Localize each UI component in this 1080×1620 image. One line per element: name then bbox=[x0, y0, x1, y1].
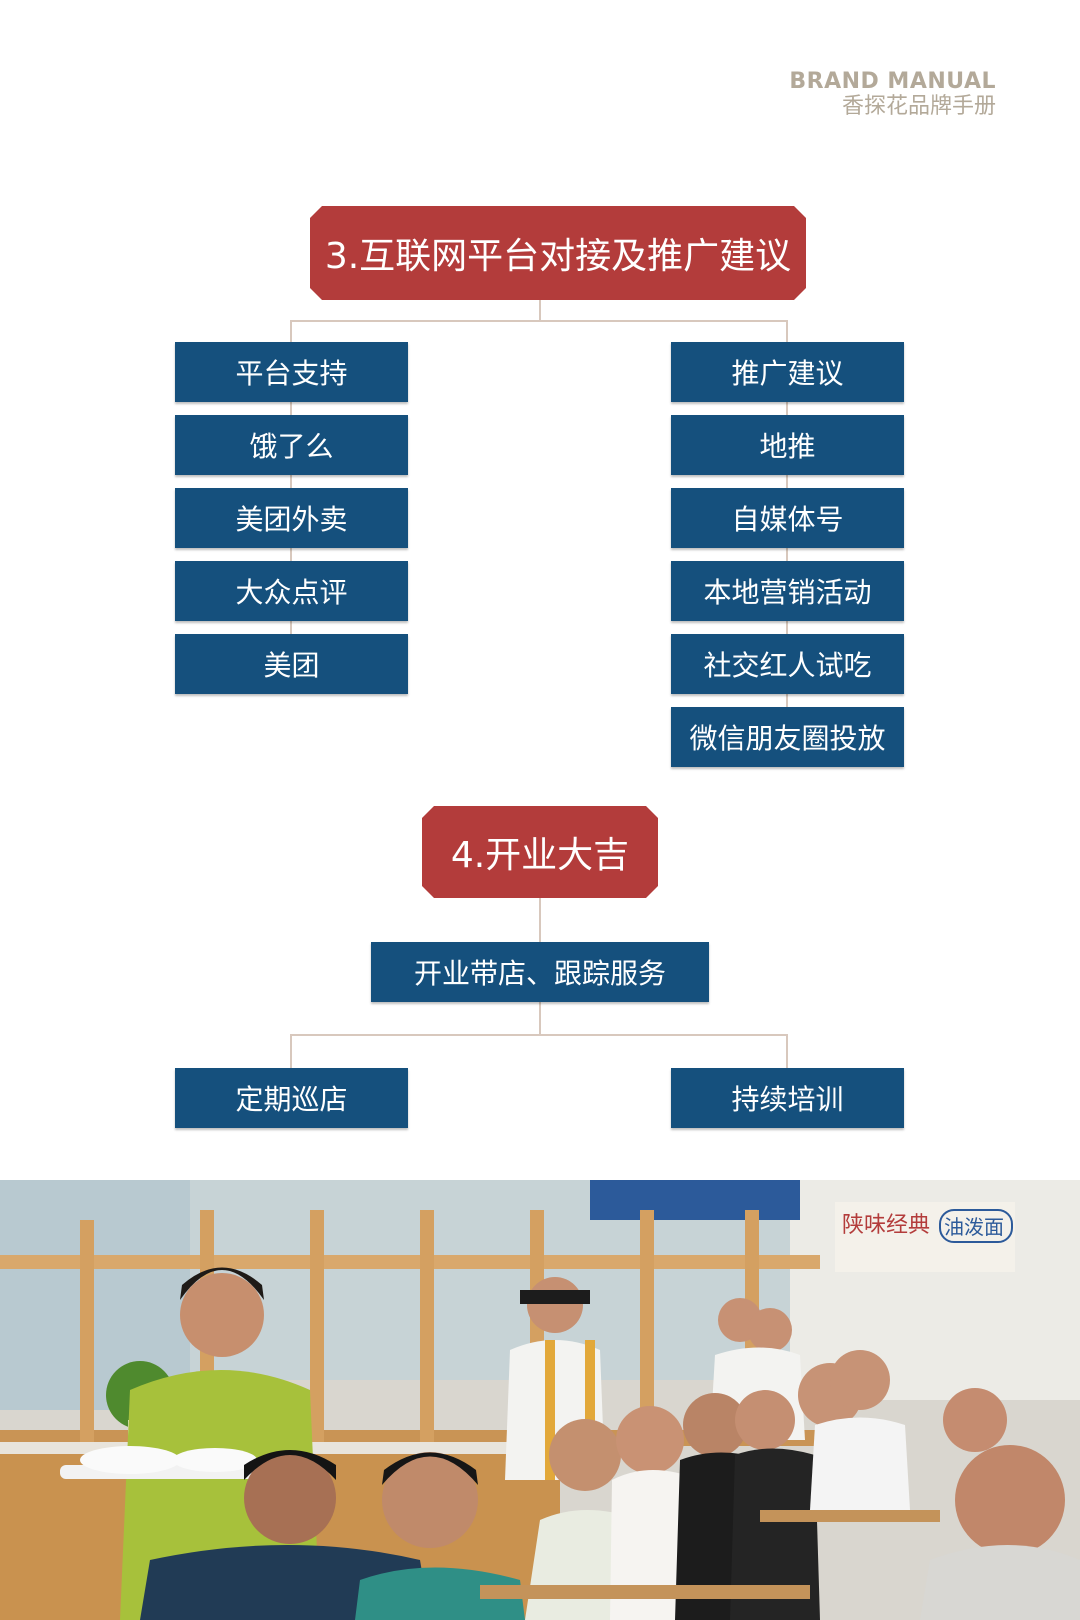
connector-line bbox=[290, 320, 788, 322]
continuous-training-box: 持续培训 bbox=[671, 1068, 904, 1128]
connector-line bbox=[290, 320, 292, 344]
brand-manual-cn-label: 香探花品牌手册 bbox=[841, 94, 996, 119]
connector-line bbox=[786, 1034, 788, 1068]
connector-line bbox=[290, 1034, 788, 1036]
platform-item-dianping: 大众点评 bbox=[175, 561, 408, 621]
promotion-item-self-media: 自媒体号 bbox=[671, 488, 904, 548]
connector-line bbox=[539, 1002, 541, 1036]
photo-sign-text: 陕味经典 bbox=[842, 1213, 930, 1238]
promotion-item-wechat-moments: 微信朋友圈投放 bbox=[671, 707, 904, 767]
connector-line bbox=[539, 898, 541, 942]
connector-line bbox=[290, 1034, 292, 1068]
regular-inspection-box: 定期巡店 bbox=[175, 1068, 408, 1128]
photo-sign-badge: 油泼面 bbox=[944, 1215, 1004, 1239]
brand-header: BRAND MANUAL 香探花品牌手册 bbox=[789, 70, 996, 120]
platform-item-eleme: 饿了么 bbox=[175, 415, 408, 475]
restaurant-photo: 陕味经典 油泼面 bbox=[0, 1180, 1080, 1620]
opening-support-box: 开业带店、跟踪服务 bbox=[371, 942, 709, 1002]
platform-item-meituan-waimai: 美团外卖 bbox=[175, 488, 408, 548]
section4-title-banner: 4.开业大吉 bbox=[422, 806, 658, 898]
platform-support-header: 平台支持 bbox=[175, 342, 408, 402]
promotion-item-ground: 地推 bbox=[671, 415, 904, 475]
platform-item-meituan: 美团 bbox=[175, 634, 408, 694]
section3-title-banner: 3.互联网平台对接及推广建议 bbox=[310, 206, 806, 300]
promotion-item-local-marketing: 本地营销活动 bbox=[671, 561, 904, 621]
restaurant-photo-illustration: 陕味经典 油泼面 bbox=[0, 1180, 1080, 1620]
connector-line bbox=[786, 320, 788, 344]
promotion-header: 推广建议 bbox=[671, 342, 904, 402]
connector-line bbox=[539, 300, 541, 322]
brand-manual-label: BRAND MANUAL bbox=[789, 69, 996, 94]
promotion-item-influencer: 社交红人试吃 bbox=[671, 634, 904, 694]
